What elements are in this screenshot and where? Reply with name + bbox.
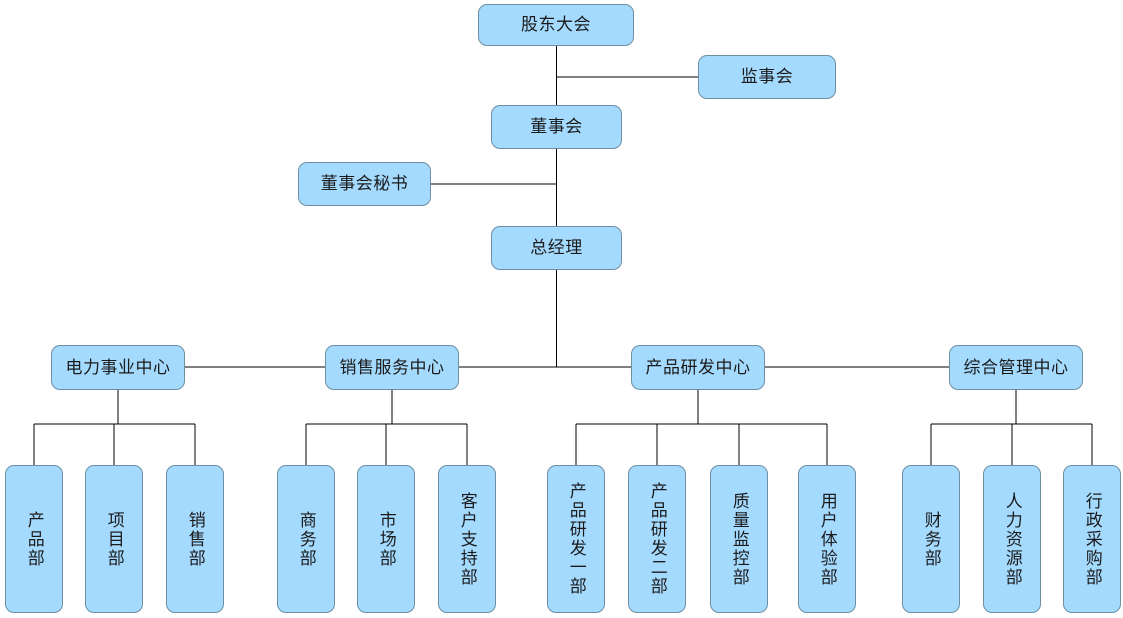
node-dept-human-resources[interactable]: 人力资源部 <box>983 465 1041 613</box>
node-label: 销售部 <box>185 510 205 568</box>
node-label: 董事会 <box>530 117 583 137</box>
node-label: 市场部 <box>376 510 396 568</box>
node-label: 股东大会 <box>521 15 591 35</box>
node-label: 董事会秘书 <box>320 174 409 194</box>
node-label: 项目部 <box>104 510 124 568</box>
node-dept-customer-support[interactable]: 客户支持部 <box>438 465 496 613</box>
node-center-admin[interactable]: 综合管理中心 <box>949 345 1083 390</box>
node-label: 质量监控部 <box>729 491 749 587</box>
node-label: 产品研发二部 <box>647 482 667 596</box>
node-label: 客户支持部 <box>457 491 477 587</box>
node-supervisory-board[interactable]: 监事会 <box>698 55 836 99</box>
node-dept-project[interactable]: 项目部 <box>85 465 143 613</box>
node-label: 财务部 <box>921 510 941 568</box>
node-label: 产品研发一部 <box>566 482 586 596</box>
node-label: 人力资源部 <box>1002 491 1022 587</box>
node-center-power[interactable]: 电力事业中心 <box>51 345 185 390</box>
node-label: 商务部 <box>296 510 316 568</box>
node-general-manager[interactable]: 总经理 <box>491 226 622 270</box>
node-dept-sales[interactable]: 销售部 <box>166 465 224 613</box>
node-center-sales[interactable]: 销售服务中心 <box>325 345 459 390</box>
node-dept-market[interactable]: 市场部 <box>357 465 415 613</box>
node-dept-rnd-1[interactable]: 产品研发一部 <box>547 465 605 613</box>
node-board-secretary[interactable]: 董事会秘书 <box>298 162 431 206</box>
node-shareholders-meeting[interactable]: 股东大会 <box>478 4 634 46</box>
node-label: 电力事业中心 <box>65 357 171 377</box>
node-label: 总经理 <box>530 238 583 258</box>
node-dept-finance[interactable]: 财务部 <box>902 465 960 613</box>
node-label: 销售服务中心 <box>339 357 445 377</box>
node-label: 综合管理中心 <box>963 357 1069 377</box>
node-label: 产品部 <box>24 510 44 568</box>
node-board-of-directors[interactable]: 董事会 <box>491 105 622 149</box>
node-center-rnd[interactable]: 产品研发中心 <box>631 345 765 390</box>
node-dept-product[interactable]: 产品部 <box>5 465 63 613</box>
node-label: 监事会 <box>740 67 794 87</box>
node-label: 产品研发中心 <box>645 357 751 377</box>
node-dept-administration-purchasing[interactable]: 行政采购部 <box>1063 465 1121 613</box>
node-dept-rnd-2[interactable]: 产品研发二部 <box>628 465 686 613</box>
node-dept-business[interactable]: 商务部 <box>277 465 335 613</box>
node-dept-quality-control[interactable]: 质量监控部 <box>710 465 768 613</box>
node-dept-user-experience[interactable]: 用户体验部 <box>798 465 856 613</box>
node-label: 行政采购部 <box>1082 491 1102 587</box>
node-label: 用户体验部 <box>817 491 837 587</box>
